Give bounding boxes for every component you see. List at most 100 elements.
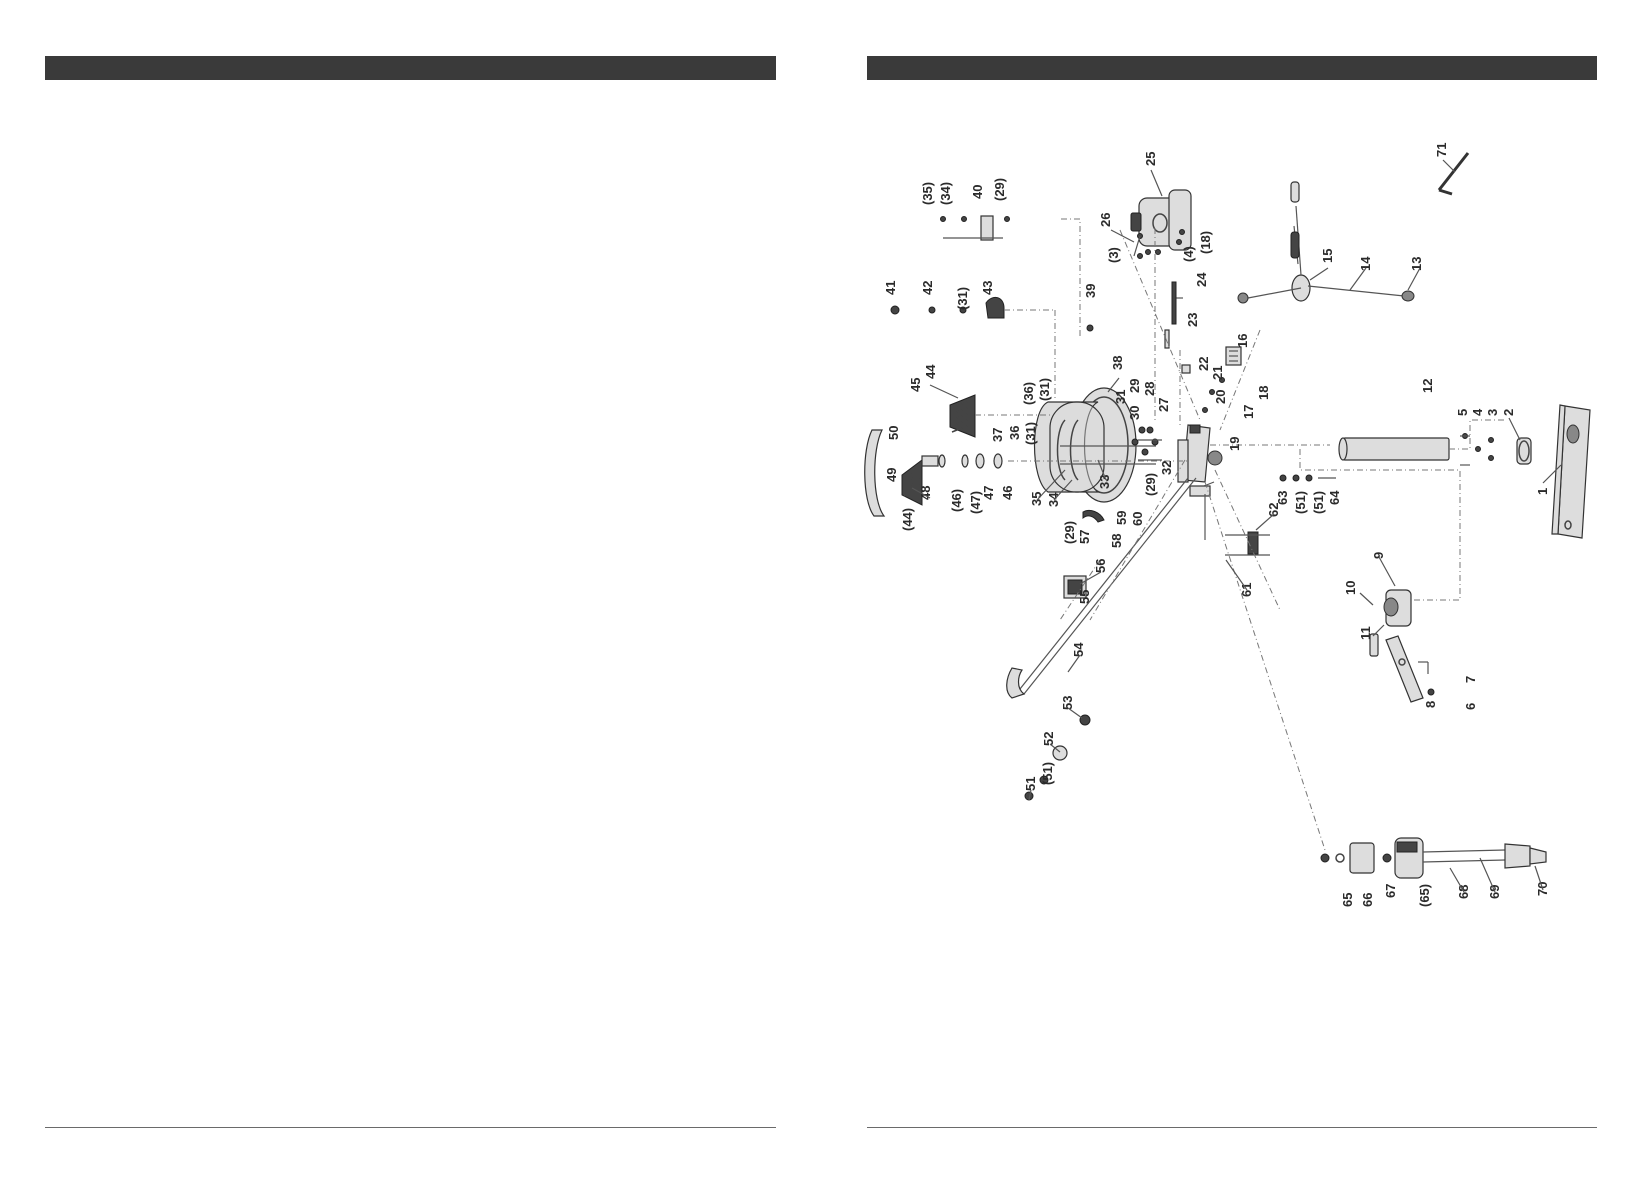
label-9: 9 — [1371, 552, 1386, 559]
assembly-lines — [975, 218, 1505, 851]
label-14: 14 — [1358, 256, 1373, 271]
part-work-table — [1385, 635, 1435, 703]
label-31: 31 — [1113, 390, 1128, 404]
label-63: 63 — [1275, 491, 1290, 505]
label-ref-31-low: (31) — [1023, 422, 1038, 445]
label-44: 44 — [923, 364, 938, 379]
label-27: 27 — [1156, 398, 1171, 412]
label-15: 15 — [1320, 249, 1335, 263]
label-19: 19 — [1227, 437, 1242, 451]
label-60: 60 — [1130, 512, 1145, 526]
label-45: 45 — [908, 378, 923, 392]
right-page-header-bar — [867, 56, 1597, 80]
part-spacers — [921, 453, 1003, 469]
label-40: 40 — [970, 185, 985, 199]
label-ref-29-top: (29) — [992, 178, 1007, 201]
label-12: 12 — [1420, 379, 1435, 393]
part-head-casting — [1177, 364, 1225, 497]
left-page-header-bar — [45, 56, 776, 80]
label-ref-29-low: (29) — [1062, 521, 1077, 544]
label-1: 1 — [1535, 488, 1550, 495]
label-ref-47: (47) — [968, 491, 983, 514]
part-switch — [1225, 346, 1242, 366]
label-66: 66 — [1360, 893, 1375, 907]
label-3: 3 — [1485, 409, 1500, 416]
part-column-screws — [1460, 433, 1494, 466]
label-ref-4: (4) — [1181, 246, 1196, 262]
label-37: 37 — [990, 428, 1005, 442]
part-pulley-belt-cover — [1034, 387, 1156, 503]
label-29: 29 — [1127, 379, 1142, 393]
label-20: 20 — [1213, 390, 1228, 404]
part-quill-spindle — [1320, 837, 1547, 879]
label-42: 42 — [920, 281, 935, 295]
part-cone-pulley-lower — [901, 459, 923, 506]
part-arm-rod — [1006, 477, 1197, 699]
label-17: 17 — [1241, 405, 1256, 419]
label-25: 25 — [1143, 152, 1158, 166]
label-2: 2 — [1501, 409, 1516, 416]
label-59: 59 — [1114, 511, 1129, 525]
label-33: 33 — [1097, 475, 1112, 489]
part-hex-key — [1437, 152, 1470, 196]
label-71: 71 — [1434, 143, 1449, 157]
label-48: 48 — [918, 486, 933, 500]
part-motor-rods — [1164, 281, 1183, 349]
label-41: 41 — [883, 281, 898, 295]
label-5: 5 — [1455, 409, 1470, 416]
label-55: 55 — [1077, 590, 1092, 604]
label-38: 38 — [1110, 356, 1125, 370]
part-cone-pulley-upper — [949, 394, 976, 438]
label-46: 46 — [1000, 486, 1015, 500]
label-47: 47 — [981, 486, 996, 500]
label-ref-51-right-a: (51) — [1293, 491, 1308, 514]
part-top-bracket-group — [940, 215, 1094, 332]
label-39: 39 — [1083, 284, 1098, 298]
label-18: 18 — [1256, 386, 1271, 400]
label-32: 32 — [1159, 461, 1174, 475]
label-ref-35: (35) — [920, 182, 935, 205]
label-13: 13 — [1409, 257, 1424, 271]
label-51: 51 — [1023, 777, 1038, 791]
part-labels: 1 2 3 4 5 6 7 8 9 10 11 12 13 14 15 16 1… — [883, 143, 1550, 907]
label-36: 36 — [1007, 426, 1022, 440]
label-ref-29-mid: (29) — [1143, 473, 1158, 496]
label-11: 11 — [1358, 626, 1373, 640]
label-58: 58 — [1109, 534, 1124, 548]
label-ref-51-left: (51) — [1040, 762, 1055, 785]
part-upper-shaft-group — [890, 296, 1005, 319]
part-motor — [1130, 189, 1192, 251]
label-ref-65: (65) — [1417, 884, 1432, 907]
label-23: 23 — [1185, 313, 1200, 327]
label-4: 4 — [1470, 408, 1485, 416]
label-22: 22 — [1196, 357, 1211, 371]
label-8: 8 — [1423, 701, 1438, 708]
label-ref-31-top: (31) — [955, 287, 970, 310]
part-table-bracket — [1383, 589, 1412, 627]
label-ref-51-right-b: (51) — [1311, 491, 1326, 514]
label-53: 53 — [1060, 696, 1075, 710]
label-50: 50 — [886, 426, 901, 440]
label-62: 62 — [1266, 503, 1281, 517]
label-ref-34: (34) — [938, 182, 953, 205]
label-ref-31-mid: (31) — [1037, 378, 1052, 401]
label-52: 52 — [1041, 732, 1056, 746]
part-57 — [1082, 509, 1105, 523]
part-column-flange — [1516, 437, 1532, 465]
part-belt — [864, 429, 886, 517]
label-ref-18: (18) — [1198, 231, 1213, 254]
part-63-64 — [1279, 474, 1336, 482]
part-61-62 — [1204, 494, 1270, 556]
part-spindle-pulley-stack — [1131, 426, 1162, 461]
label-7: 7 — [1463, 676, 1478, 683]
label-21: 21 — [1210, 366, 1225, 380]
part-motor-mount-screws — [1133, 233, 1161, 259]
label-26: 26 — [1098, 213, 1113, 227]
label-28: 28 — [1142, 382, 1157, 396]
label-43: 43 — [980, 281, 995, 295]
part-feed-handle — [1237, 181, 1415, 304]
label-54: 54 — [1071, 642, 1086, 657]
label-67: 67 — [1383, 884, 1398, 898]
label-6: 6 — [1463, 703, 1478, 710]
label-30: 30 — [1127, 406, 1142, 420]
